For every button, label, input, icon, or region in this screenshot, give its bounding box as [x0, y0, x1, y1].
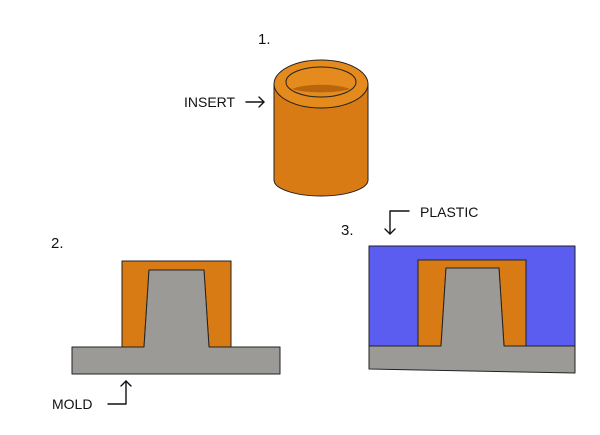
step-2-label: 2.: [51, 235, 64, 252]
plastic-arrow: [384, 210, 410, 235]
overmolded-part: [368, 245, 576, 374]
mold-arrow: [107, 380, 132, 405]
insert-cylinder-bore: [285, 66, 357, 98]
mold-label: MOLD: [52, 396, 92, 412]
mold-with-insert: [71, 260, 281, 375]
step-1-label: 1.: [258, 31, 271, 48]
insert-cylinder-body: [273, 83, 369, 197]
mold-base-overmolded: [368, 267, 576, 374]
insert-cylinder: [273, 59, 369, 197]
insert-label: INSERT: [184, 94, 236, 110]
step-3-label: 3.: [341, 222, 354, 239]
insert-arrow: [245, 96, 265, 108]
mold-base: [71, 269, 281, 375]
plastic-label: PLASTIC: [420, 204, 478, 220]
insert-cylinder-bore-floor: [292, 84, 350, 93]
